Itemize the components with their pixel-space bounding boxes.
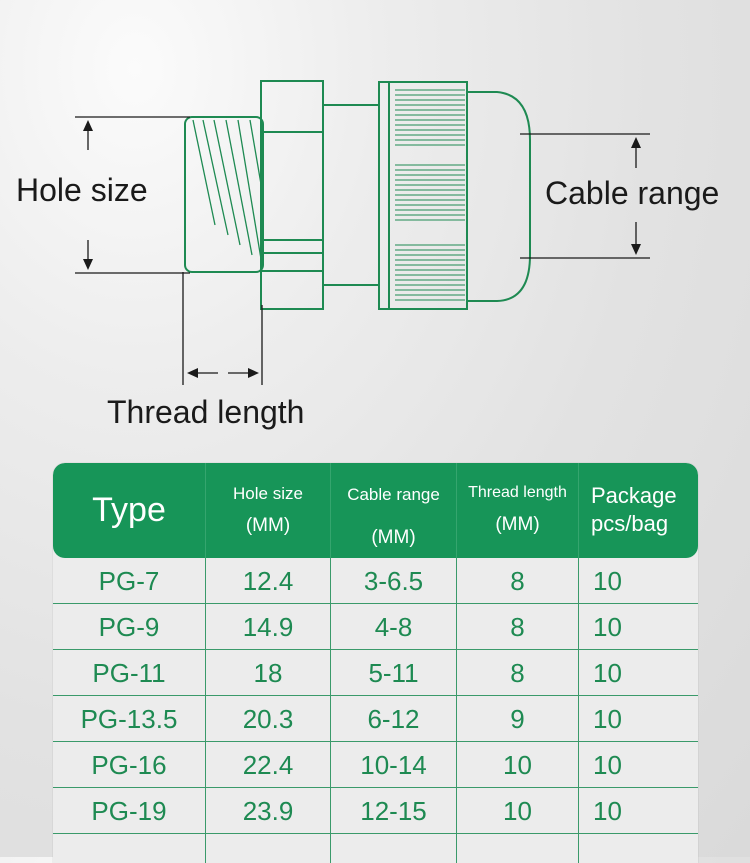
header-hole-size-unit: (MM) — [245, 515, 291, 536]
header-type: Type — [92, 491, 166, 529]
cell-type: PG-7 — [98, 566, 160, 596]
arrow-right-icon — [248, 368, 259, 378]
header-cable-range: Cable range (MM) — [331, 463, 456, 558]
header-thread-length: Thread length (MM) — [457, 463, 578, 558]
cell-type: PG-13.5 — [80, 704, 178, 734]
cell-thread-length: 9 — [510, 704, 525, 734]
header-cable-range-title: Cable range — [347, 485, 440, 504]
cell-hole-size: 18 — [253, 658, 283, 688]
arrow-down-icon — [83, 259, 93, 270]
table-row: PG-7 12.4 3-6.5 8 10 — [53, 558, 698, 604]
header-package-title: Package — [591, 483, 677, 508]
cell-thread-length: 10 — [503, 796, 532, 826]
header-thread-length-title: Thread length — [468, 484, 567, 501]
table-row: PG-9 14.9 4-8 8 10 — [53, 604, 698, 650]
arrow-left-icon — [187, 368, 198, 378]
cell-hole-size: 22.4 — [242, 750, 294, 780]
header-hole-size: Hole size (MM) — [206, 463, 330, 558]
arrow-up-icon — [631, 137, 641, 148]
cell-cable-range: 6-12 — [367, 704, 420, 734]
table-header: Type Hole size (MM) Cable range (MM) Thr… — [53, 463, 698, 558]
cable-range-label: Cable range — [545, 175, 720, 211]
thread-lines — [192, 119, 263, 266]
header-package: Package pcs/bag — [579, 463, 698, 558]
header-cable-range-unit: (MM) — [371, 527, 416, 548]
cell-package: 10 — [593, 796, 622, 826]
cell-type: PG-9 — [98, 612, 160, 642]
cell-type: PG-16 — [91, 750, 167, 780]
cell-thread-length: 8 — [510, 658, 525, 688]
header-hole-size-title: Hole size — [233, 484, 303, 503]
cell-cable-range: 5-11 — [368, 658, 419, 688]
cell-type: PG-11 — [92, 658, 166, 688]
hex-nut — [260, 80, 324, 310]
table-row: PG-16 22.4 10-14 10 10 — [53, 742, 698, 788]
cell-thread-length: 10 — [503, 750, 532, 780]
table-row: PG-13.5 20.3 6-12 9 10 — [53, 696, 698, 742]
cell-cable-range: 4-8 — [374, 612, 413, 642]
cable-gland-drawing — [75, 80, 650, 385]
cell-package: 10 — [593, 750, 622, 780]
arrow-up-icon — [83, 120, 93, 131]
spec-table: Type Hole size (MM) Cable range (MM) Thr… — [53, 463, 698, 863]
cable-gland-diagram: Hole size Cable range Thread length — [16, 80, 720, 430]
cell-hole-size: 20.3 — [242, 704, 294, 734]
cell-hole-size: 14.9 — [242, 612, 294, 642]
cell-thread-length: 8 — [510, 612, 525, 642]
arrow-down-icon — [631, 244, 641, 255]
knurl-pattern — [395, 89, 465, 301]
cell-package: 10 — [593, 658, 622, 688]
dome-seal — [467, 91, 531, 302]
hole-size-label: Hole size — [16, 172, 148, 208]
cell-cable-range: 10-14 — [360, 750, 427, 780]
table-row: PG-19 23.9 12-15 10 10 — [53, 788, 698, 834]
cell-package: 10 — [593, 566, 622, 596]
header-package-unit: pcs/bag — [591, 511, 669, 536]
cell-cable-range: 3-6.5 — [363, 566, 424, 596]
cell-package: 10 — [593, 612, 622, 642]
cell-cable-range: 12-15 — [360, 796, 427, 826]
thread-section — [184, 116, 264, 273]
cell-thread-length: 8 — [510, 566, 525, 596]
header-thread-length-unit: (MM) — [495, 514, 540, 535]
cell-hole-size: 12.4 — [242, 566, 294, 596]
cap-nut — [378, 81, 468, 310]
cell-type: PG-19 — [91, 796, 167, 826]
cell-package: 10 — [593, 704, 622, 734]
thread-length-label: Thread length — [107, 394, 305, 430]
table-row: PG-11 18 5-11 8 10 — [53, 650, 698, 696]
cell-hole-size: 23.9 — [242, 796, 294, 826]
